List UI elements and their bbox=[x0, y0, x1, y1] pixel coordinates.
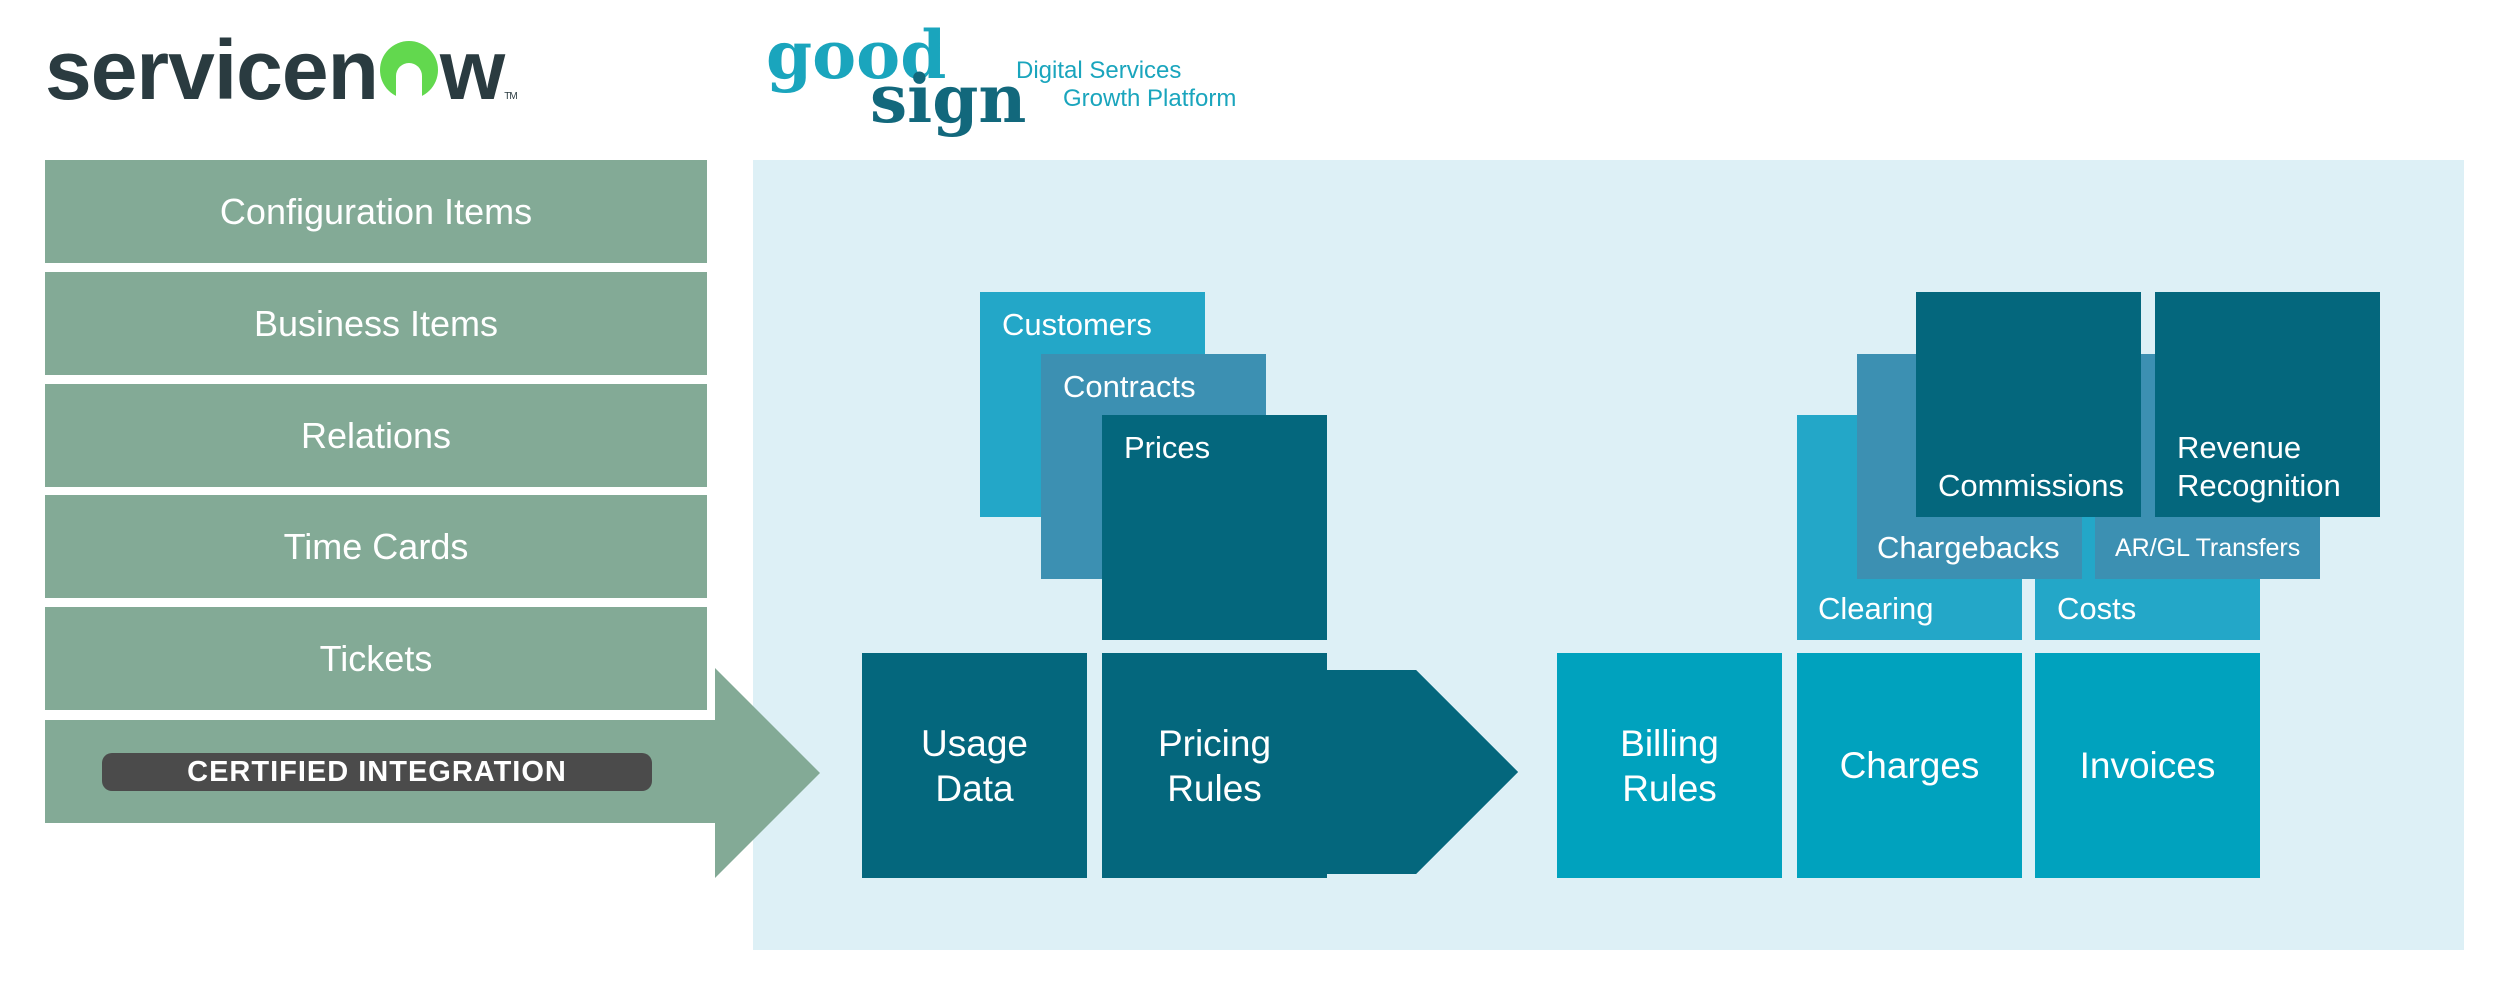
item-tickets: Tickets bbox=[45, 607, 707, 710]
tile-commissions: Commissions bbox=[1916, 292, 2141, 517]
tile-pricing-rules: Pricing Rules bbox=[1102, 653, 1327, 878]
tile-billing-rules: Billing Rules bbox=[1557, 653, 1782, 878]
goodsign-tagline-1: Digital Services bbox=[1016, 57, 1182, 84]
tile-charges: Charges bbox=[1797, 653, 2022, 878]
arrow-to-billing-icon bbox=[1327, 670, 1518, 874]
tile-ar-gl-transfers-label: AR/GL Transfers bbox=[2115, 534, 2301, 562]
tile-clearing-label: Clearing bbox=[1818, 591, 1934, 626]
tile-costs-label: Costs bbox=[2057, 591, 2137, 626]
tile-chargebacks-label: Chargebacks bbox=[1877, 530, 2060, 565]
servicenow-logo-text-a: servicen bbox=[45, 23, 379, 117]
trademark-mark: TM bbox=[504, 91, 517, 102]
tile-commissions-label: Commissions bbox=[1938, 468, 2125, 503]
tile-customers-label: Customers bbox=[1002, 307, 1152, 342]
goodsign-logo-sign: sign bbox=[870, 60, 1027, 138]
item-time-cards: Time Cards bbox=[45, 495, 707, 598]
item-configuration-items: Configuration Items bbox=[45, 160, 707, 263]
certified-integration-badge: CERTIFIED INTEGRATION bbox=[102, 753, 652, 791]
tile-revenue-recognition: Revenue Recognition bbox=[2155, 292, 2380, 517]
servicenow-logo-o-icon bbox=[379, 41, 438, 99]
tile-contracts-label: Contracts bbox=[1063, 369, 1196, 404]
item-relations: Relations bbox=[45, 384, 707, 487]
item-business-items: Business Items bbox=[45, 272, 707, 375]
servicenow-logo-text-b: w bbox=[439, 23, 505, 117]
goodsign-tagline-2: Growth Platform bbox=[1063, 85, 1237, 112]
tile-usage-data: Usage Data bbox=[862, 653, 1087, 878]
tile-invoices: Invoices bbox=[2035, 653, 2260, 878]
tile-prices: Prices bbox=[1102, 415, 1327, 640]
goodsign-logo-good: good bbox=[766, 16, 947, 94]
tile-prices-label: Prices bbox=[1124, 430, 1211, 465]
tile-revenue-recognition-label: Revenue Recognition bbox=[2177, 430, 2341, 503]
